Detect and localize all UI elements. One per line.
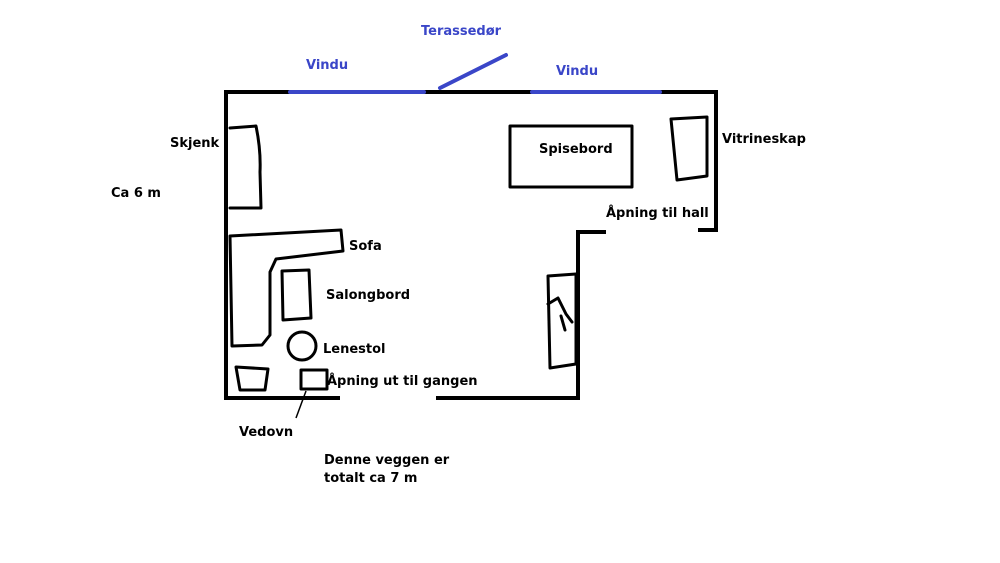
armchair	[286, 330, 318, 362]
stove-leader-line	[295, 390, 307, 419]
terrace-door-leaf	[438, 53, 508, 90]
display-cabinet-label: Vitrineskap	[722, 132, 806, 147]
wall-note-line2: totalt ca 7 m	[324, 471, 418, 486]
display-cabinet	[669, 115, 709, 182]
sofa-label: Sofa	[349, 239, 382, 254]
wood-stove	[299, 368, 329, 391]
wood-stove-label: Vedovn	[239, 425, 294, 440]
dimension-6m-label: Ca 6 m	[111, 186, 161, 201]
dining-table	[508, 124, 634, 189]
dining-table-label: Spisebord	[539, 142, 613, 157]
wall-note-line1: Denne veggen er	[324, 453, 450, 468]
sofa-outline	[228, 228, 345, 348]
hallway-opening-label: Åpning ut til gangen	[327, 374, 478, 389]
terrace-door-label: Terassedør	[421, 24, 502, 39]
coffee-table-label: Salongbord	[326, 288, 411, 303]
armchair-label: Lenestol	[323, 342, 386, 357]
right-room-furniture	[546, 272, 578, 370]
coffee-table	[280, 268, 313, 322]
sideboard	[228, 124, 263, 210]
hall-opening-label: Åpning til hall	[606, 206, 709, 221]
window-left-label: Vindu	[306, 58, 349, 73]
small-chair	[234, 365, 270, 392]
sideboard-label: Skjenk	[170, 136, 220, 151]
window-right-label: Vindu	[556, 64, 599, 79]
